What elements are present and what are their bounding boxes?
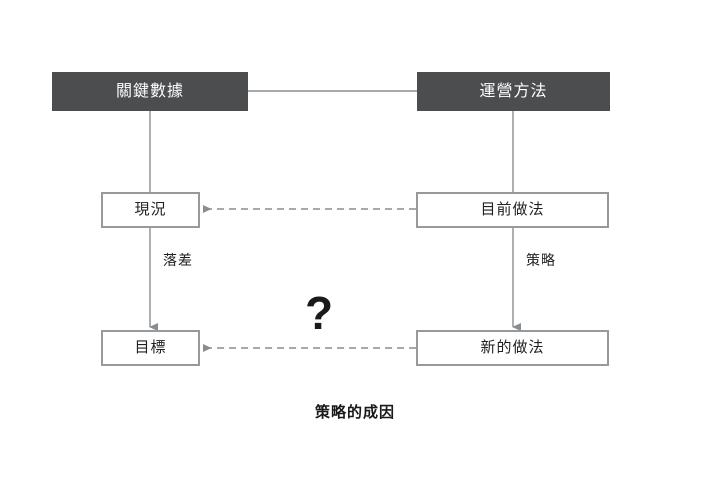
node-goal[interactable]: 目標: [101, 330, 200, 366]
node-current-status[interactable]: 現況: [101, 192, 200, 228]
node-operating-method-label: 運營方法: [479, 82, 548, 100]
node-current-practice-label: 目前做法: [480, 201, 545, 218]
node-operating-method[interactable]: 運營方法: [417, 72, 610, 111]
node-current-status-label: 現況: [134, 201, 167, 218]
node-goal-label: 目標: [134, 339, 167, 356]
node-key-data-label: 關鍵數據: [115, 82, 184, 100]
node-current-practice[interactable]: 目前做法: [416, 192, 609, 228]
edge-label-gap: 落差: [163, 252, 193, 268]
question-mark: ?: [305, 287, 334, 339]
diagram-caption: 策略的成因: [314, 404, 395, 421]
node-new-practice-label: 新的做法: [480, 339, 545, 356]
node-key-data[interactable]: 關鍵數據: [52, 72, 248, 111]
edge-label-strategy: 策略: [526, 252, 556, 268]
node-new-practice[interactable]: 新的做法: [416, 330, 609, 366]
